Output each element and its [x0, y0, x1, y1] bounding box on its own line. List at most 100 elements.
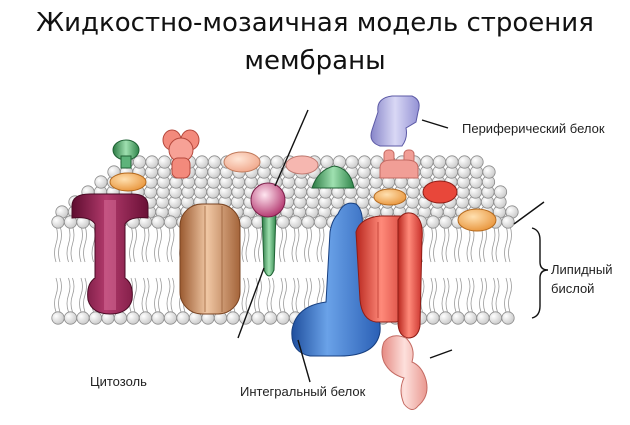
lipid-tail: [291, 225, 300, 263]
pointer-lines: [237, 109, 549, 383]
lipid-head: [251, 311, 265, 325]
lipid-tail: [454, 277, 462, 313]
lipid-head: [438, 311, 453, 325]
lipid-tail: [79, 225, 87, 263]
lipid-tail: [429, 225, 437, 263]
lipid-tail: [479, 277, 487, 313]
lipid-head: [501, 215, 515, 229]
lipid-tail: [316, 225, 325, 263]
lipid-tail: [254, 277, 262, 313]
green-anchored-protein: [250, 182, 286, 277]
title-line-1: Жидкостно-мозаичная модель строения: [36, 8, 594, 38]
lipid-tail: [291, 277, 300, 313]
label-peripheral-protein: Периферический белок: [462, 121, 605, 136]
lipid-tail: [266, 277, 275, 313]
lipid-head: [426, 215, 440, 229]
lipid-tail: [166, 225, 175, 263]
lipid-tail: [466, 225, 475, 263]
lipid-head: [482, 165, 496, 179]
lipid-tail: [66, 277, 75, 313]
lipid-head: [457, 155, 472, 169]
lipid-head: [270, 155, 284, 169]
green-glycoprotein-top: [112, 139, 140, 169]
lipid-head: [288, 215, 303, 229]
lipid-head: [470, 155, 484, 169]
lipid-tail: [141, 277, 150, 313]
lipid-tail: [254, 225, 262, 263]
bilayer-bracket: [531, 227, 549, 319]
lipid-head: [438, 215, 453, 229]
lipid-head: [488, 311, 503, 325]
lipid-head: [238, 215, 253, 229]
lipid-tail: [441, 225, 450, 263]
lipid-tail: [154, 277, 162, 313]
lipid-head: [276, 311, 290, 325]
lipid-head: [195, 155, 209, 169]
lipid-head: [207, 155, 222, 169]
lipid-tail: [54, 225, 62, 263]
lipid-head: [176, 311, 190, 325]
lipid-tail: [279, 277, 287, 313]
pointer-line-pink: [429, 349, 453, 359]
lipid-head: [88, 311, 103, 325]
lipid-head: [157, 155, 172, 169]
lipid-head: [163, 311, 178, 325]
lipid-head: [145, 155, 159, 169]
lipid-tail: [491, 225, 500, 263]
diagram-title: Жидкостно-мозаичная модель строения мемб…: [0, 4, 630, 80]
lipid-head: [420, 155, 434, 169]
lipid-tail: [491, 277, 500, 313]
lipid-tail: [141, 225, 150, 263]
pink-surface-protein: [285, 155, 319, 175]
label-cytosol: Цитозоль: [90, 374, 147, 389]
lipid-head: [76, 311, 90, 325]
salmon-surface-protein: [162, 129, 200, 179]
label-lipid-bilayer-2: бислой: [551, 281, 594, 296]
lipid-head: [432, 155, 447, 169]
pointer-line-top: [274, 109, 309, 187]
lipid-head: [301, 215, 315, 229]
lipid-head: [263, 311, 278, 325]
pointer-line-glyco: [237, 267, 265, 339]
lipid-head: [476, 311, 490, 325]
lipid-tail: [479, 225, 487, 263]
lipid-tail: [241, 225, 250, 263]
lipid-tail: [504, 225, 512, 263]
green-surface-protein-right: [311, 165, 355, 189]
maroon-channel-protein: [71, 193, 149, 315]
lipid-tail: [304, 225, 312, 263]
pointer-line-peripheral: [421, 119, 449, 129]
lipid-head: [493, 185, 508, 199]
lipid-head: [276, 215, 290, 229]
pointer-line-bilayer-top: [513, 201, 545, 225]
lipid-head: [226, 311, 240, 325]
lipid-tail: [441, 277, 450, 313]
lipid-head: [51, 215, 65, 229]
title-line-2: мембраны: [244, 46, 386, 76]
lipid-tail: [466, 277, 475, 313]
lipid-tail: [279, 225, 287, 263]
lipid-tail: [79, 277, 87, 313]
lipid-head: [138, 311, 153, 325]
orange-surface-protein-left: [109, 172, 147, 192]
lipid-tail: [166, 277, 175, 313]
lipid-head: [463, 311, 478, 325]
lipid-tail: [66, 225, 75, 263]
pink-cytosolic-domain: [381, 335, 428, 410]
lipid-head: [163, 215, 178, 229]
lipid-head: [63, 311, 78, 325]
lipid-tail: [54, 277, 62, 313]
orange-surface-protein-middle: [373, 188, 407, 206]
peach-surface-protein: [223, 151, 261, 173]
label-lipid-bilayer-1: Липидный: [551, 262, 612, 277]
lipid-tail: [429, 277, 437, 313]
lipid-head: [426, 311, 440, 325]
orange-surface-protein-right: [457, 208, 497, 232]
lipid-head: [357, 155, 372, 169]
lipid-head: [126, 311, 140, 325]
red-integral-protein: [355, 212, 423, 339]
pointer-line-integral: [297, 339, 311, 383]
lipid-head: [445, 155, 459, 169]
